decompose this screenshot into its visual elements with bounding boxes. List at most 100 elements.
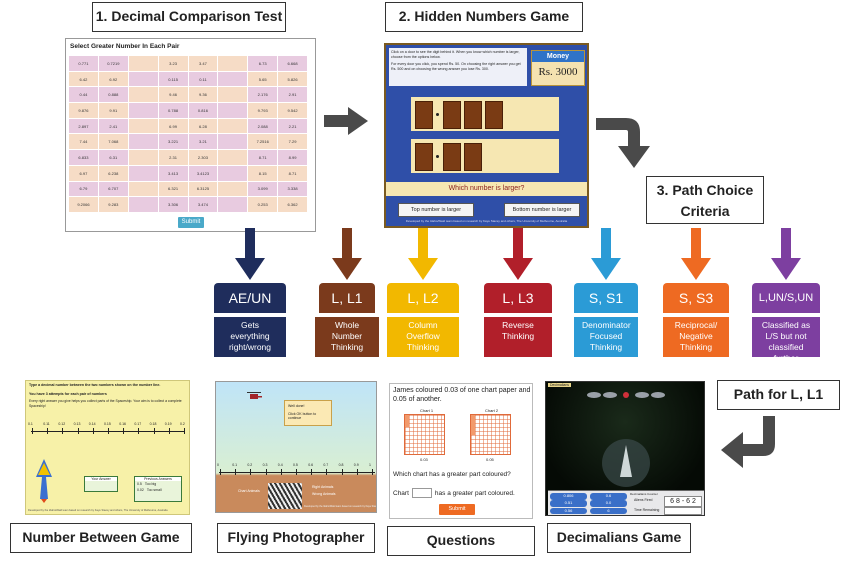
q-answer-input[interactable] [411, 488, 432, 498]
test-value-cell[interactable]: 7.2516 [248, 134, 278, 150]
fp-tick-label: 0.7 [323, 463, 329, 467]
nb-answer-box[interactable]: Your Answer [84, 476, 118, 492]
test-value-cell[interactable]: 6.31 [98, 150, 128, 165]
test-value-cell[interactable]: 6.668 [278, 56, 307, 71]
door-icon[interactable] [415, 143, 433, 171]
test-value-cell[interactable]: 8.71 [278, 165, 307, 181]
test-value-cell[interactable]: 0.115 [158, 71, 188, 87]
test-value-cell[interactable]: 3.221 [158, 134, 188, 150]
decimalians-answer-button[interactable]: 0.56 [550, 507, 587, 515]
nb-tick-label: 0.1 [28, 422, 33, 426]
test-value-cell[interactable]: 7.44 [69, 134, 98, 150]
test-value-cell[interactable]: 2.303 [188, 150, 218, 165]
q-submit-button[interactable]: Submit [439, 504, 475, 515]
decimalians-answer-button[interactable]: 0.6 [590, 493, 627, 500]
test-value-cell[interactable]: 7.29 [278, 134, 307, 150]
test-separator-cell [218, 71, 248, 87]
fp-tick-label: 0.8 [338, 463, 344, 467]
door-icon[interactable] [464, 101, 482, 129]
test-value-cell[interactable]: 0.11 [188, 71, 218, 87]
test-value-cell[interactable]: 0.253 [248, 197, 278, 212]
test-value-cell[interactable]: 3.099 [248, 181, 278, 197]
test-value-cell[interactable]: 6.28 [188, 118, 218, 134]
test-value-cell[interactable]: 5.65 [248, 71, 278, 87]
test-separator-cell [128, 71, 158, 87]
test-value-cell[interactable]: 3.21 [188, 134, 218, 150]
test-value-cell[interactable]: 6.79 [69, 181, 98, 197]
test-value-cell[interactable]: 9.542 [278, 103, 307, 118]
decimalians-answer-button[interactable]: 0.51 [550, 500, 587, 507]
test-value-cell[interactable]: 6.92 [98, 71, 128, 87]
test-value-cell[interactable]: 0.44 [69, 87, 98, 103]
test-value-cell[interactable]: 2.088 [248, 118, 278, 134]
test-value-cell[interactable]: 6.321 [158, 181, 188, 197]
test-value-cell[interactable]: 3.47 [188, 56, 218, 71]
test-value-cell[interactable]: 3.338 [278, 181, 307, 197]
test-value-cell[interactable]: 5.826 [278, 71, 307, 87]
test-value-cell[interactable]: 8.71 [248, 150, 278, 165]
nb-prev2-value: 0.02 [137, 488, 144, 492]
test-value-cell[interactable]: 0.771 [69, 56, 98, 71]
number-between-screenshot: Type a decimal number between the two nu… [25, 380, 190, 515]
test-value-cell[interactable]: 6.238 [98, 165, 128, 181]
nb-tick-label: 0.13 [73, 422, 81, 426]
test-separator-cell [218, 197, 248, 212]
test-value-cell[interactable]: 3.23 [158, 56, 188, 71]
test-value-cell[interactable]: 2.91 [278, 87, 307, 103]
door-icon[interactable] [443, 143, 461, 171]
test-value-cell[interactable]: 6.3125 [188, 181, 218, 197]
test-value-cell[interactable]: 6.707 [98, 181, 128, 197]
hidden-footer: Developed by the Idaho/Waid team based o… [405, 219, 568, 223]
decimalians-answer-button[interactable]: 0.0 [590, 500, 627, 507]
decimalians-screenshot: Decimalians Decimalians Counter Aliens F… [545, 381, 705, 516]
test-value-cell[interactable]: 0.816 [188, 103, 218, 118]
test-value-cell[interactable]: 2.176 [248, 87, 278, 103]
test-value-cell[interactable]: 3.4123 [188, 165, 218, 181]
fp-tick-mark [356, 469, 358, 475]
test-value-cell[interactable]: 8.99 [278, 150, 307, 165]
door-icon[interactable] [485, 101, 503, 129]
test-value-cell[interactable]: 6.362 [278, 197, 307, 212]
test-value-cell[interactable]: 3.413 [158, 165, 188, 181]
q-prompt: James coloured 0.03 of one chart paper a… [393, 387, 531, 403]
test-value-cell[interactable]: 6.833 [69, 150, 98, 165]
door-icon[interactable] [443, 101, 461, 129]
test-value-cell[interactable]: 0.788 [158, 103, 188, 118]
test-value-cell[interactable]: 9.46 [158, 87, 188, 103]
test-value-cell[interactable]: 6.97 [69, 165, 98, 181]
test-value-cell[interactable]: 9.876 [69, 103, 98, 118]
test-value-cell[interactable]: 9.36 [188, 87, 218, 103]
door-icon[interactable] [415, 101, 433, 129]
rocket-icon [602, 439, 650, 487]
door-icon[interactable] [464, 143, 482, 171]
test-value-cell[interactable]: 2.41 [98, 118, 128, 134]
bottom-number-larger-button[interactable]: Bottom number is larger [504, 203, 580, 217]
test-value-cell[interactable]: 9.283 [98, 197, 128, 212]
chart1-shaded [405, 415, 409, 427]
test-value-cell[interactable]: 6.73 [248, 56, 278, 71]
test-submit-button[interactable]: Submit [178, 217, 204, 228]
test-value-cell[interactable]: 3.474 [188, 197, 218, 212]
test-value-cell[interactable]: 0.7219 [98, 56, 128, 71]
test-value-cell[interactable]: 8.15 [248, 165, 278, 181]
test-value-cell[interactable]: 7.068 [98, 134, 128, 150]
test-value-cell[interactable]: 9.2066 [69, 197, 98, 212]
nb-tick-mark [108, 428, 109, 434]
title-decimal-comparison-test: 1. Decimal Comparison Test [92, 2, 286, 32]
test-value-cell[interactable]: 9.91 [98, 103, 128, 118]
helicopter-icon [247, 392, 262, 399]
decimalians-answer-button[interactable]: 6 [590, 507, 627, 515]
title-path-choice-criteria: 3. Path Choice Criteria [646, 176, 764, 224]
test-value-cell[interactable]: 9.793 [248, 103, 278, 118]
test-value-cell[interactable]: 2.21 [278, 118, 307, 134]
test-value-cell[interactable]: 0.888 [98, 87, 128, 103]
decimalians-answer-button[interactable]: 0.806 [550, 493, 587, 500]
test-value-cell[interactable]: 2.31 [158, 150, 188, 165]
test-value-cell[interactable]: 6.99 [158, 118, 188, 134]
test-separator-cell [128, 181, 158, 197]
test-value-cell[interactable]: 2.897 [69, 118, 98, 134]
top-number-larger-button[interactable]: Top number is larger [398, 203, 474, 217]
test-value-cell[interactable]: 3.306 [158, 197, 188, 212]
test-value-cell[interactable]: 6.42 [69, 71, 98, 87]
